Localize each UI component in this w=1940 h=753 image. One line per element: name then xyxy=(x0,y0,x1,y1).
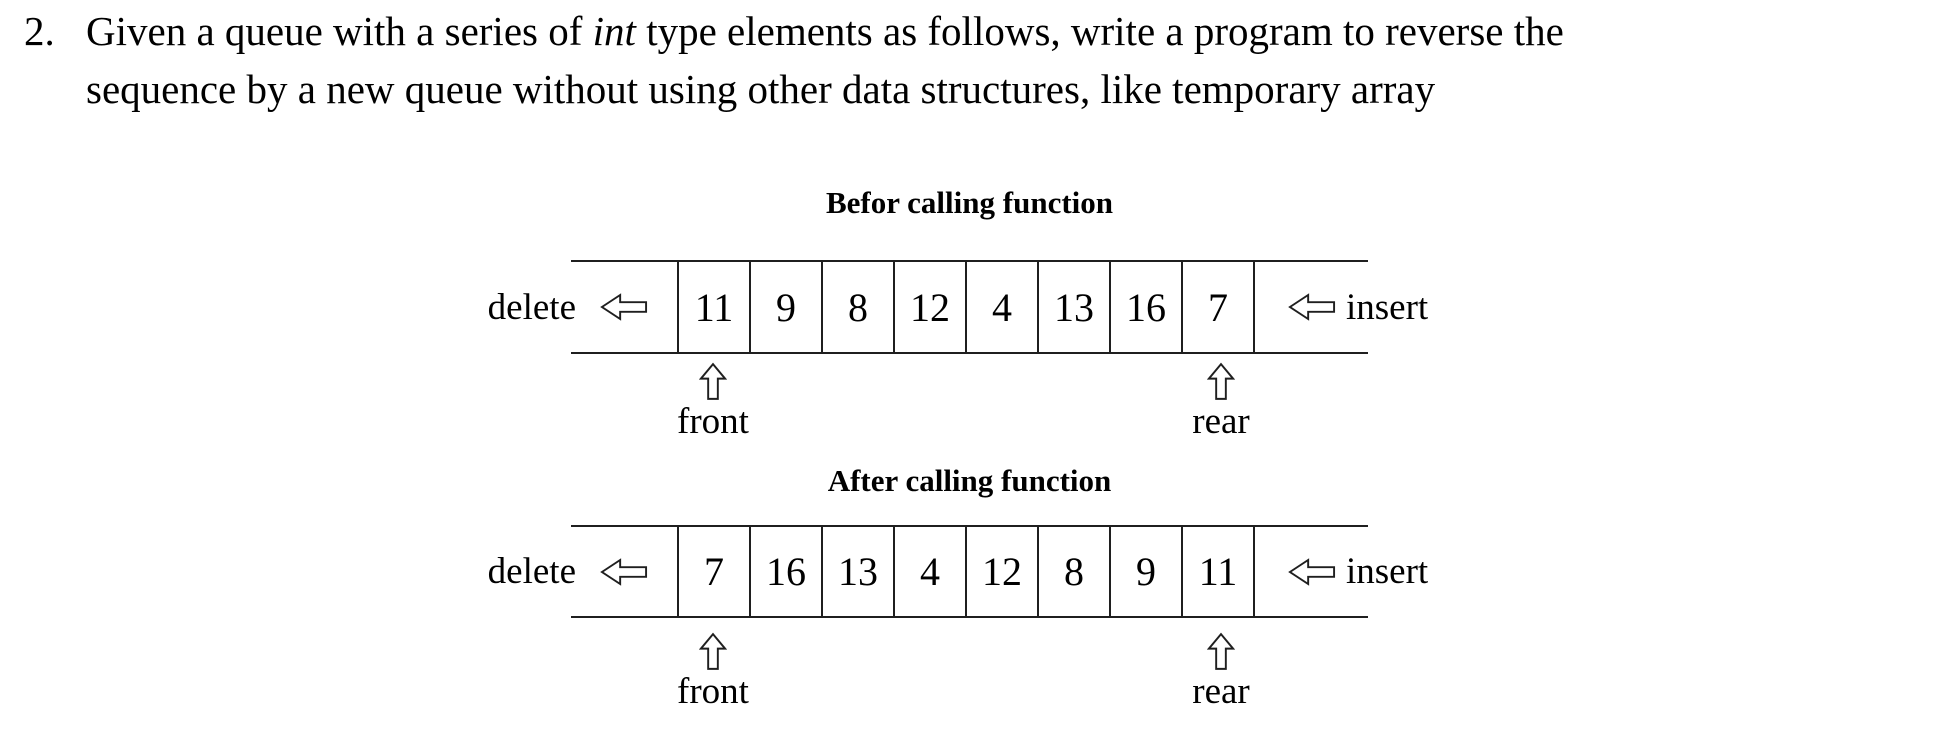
queue-insert-opening xyxy=(1255,527,1368,616)
queue-cell: 11 xyxy=(677,262,749,352)
queue-cell: 12 xyxy=(893,262,965,352)
rear-arrow-icon xyxy=(1207,632,1235,670)
insert-arrow-icon xyxy=(1287,293,1335,321)
queue-cell: 9 xyxy=(1109,527,1181,616)
problem-line1-post: type elements as follows, write a progra… xyxy=(635,8,1564,54)
queue-cell: 13 xyxy=(1037,262,1109,352)
queue-cell: 16 xyxy=(749,527,821,616)
front-arrow-icon xyxy=(699,362,727,400)
queue-cell: 9 xyxy=(749,262,821,352)
front-arrow-icon xyxy=(699,632,727,670)
insert-label: insert xyxy=(1346,286,1429,328)
delete-arrow-icon xyxy=(600,557,648,586)
rear-arrow-icon xyxy=(1207,362,1235,400)
queue-cell: 12 xyxy=(965,527,1037,616)
diagram-title: After calling function xyxy=(827,463,1112,498)
queue-cell: 8 xyxy=(1037,527,1109,616)
delete-arrow-icon xyxy=(600,293,648,321)
queue-cell: 7 xyxy=(677,527,749,616)
rear-pointer: rear xyxy=(1161,632,1281,712)
queue-delete-opening xyxy=(571,262,677,352)
queue-cell: 4 xyxy=(965,262,1037,352)
queue-cell: 13 xyxy=(821,527,893,616)
queue-cell: 8 xyxy=(821,262,893,352)
problem-number: 2. xyxy=(24,8,55,54)
problem-line1-italic-int: int xyxy=(592,8,636,54)
front-label: front xyxy=(677,671,749,712)
diagram-title: Befor calling function xyxy=(825,185,1114,220)
problem-line-2: sequence by a new queue without using ot… xyxy=(86,66,1436,112)
insert-label: insert xyxy=(1346,551,1429,592)
queue-cell: 11 xyxy=(1181,527,1253,616)
queue-cell: 16 xyxy=(1109,262,1181,352)
front-pointer: front xyxy=(653,362,773,442)
problem-line1-pre: Given a queue with a series of xyxy=(86,8,593,54)
rear-label: rear xyxy=(1192,671,1250,712)
front-pointer: front xyxy=(653,632,773,712)
queue-cell: 4 xyxy=(893,527,965,616)
rear-pointer: rear xyxy=(1161,362,1281,442)
queue-delete-opening xyxy=(571,527,677,616)
front-label: front xyxy=(677,401,749,442)
problem-text: Given a queue with a series of int type … xyxy=(86,2,1564,118)
rear-label: rear xyxy=(1192,401,1250,442)
queue-cell: 7 xyxy=(1181,262,1253,352)
insert-arrow-icon xyxy=(1287,557,1335,586)
delete-label: delete xyxy=(487,551,576,592)
problem-line-1: Given a queue with a series of int type … xyxy=(86,2,1564,60)
delete-label: delete xyxy=(487,286,576,328)
queue-insert-opening xyxy=(1255,262,1368,352)
